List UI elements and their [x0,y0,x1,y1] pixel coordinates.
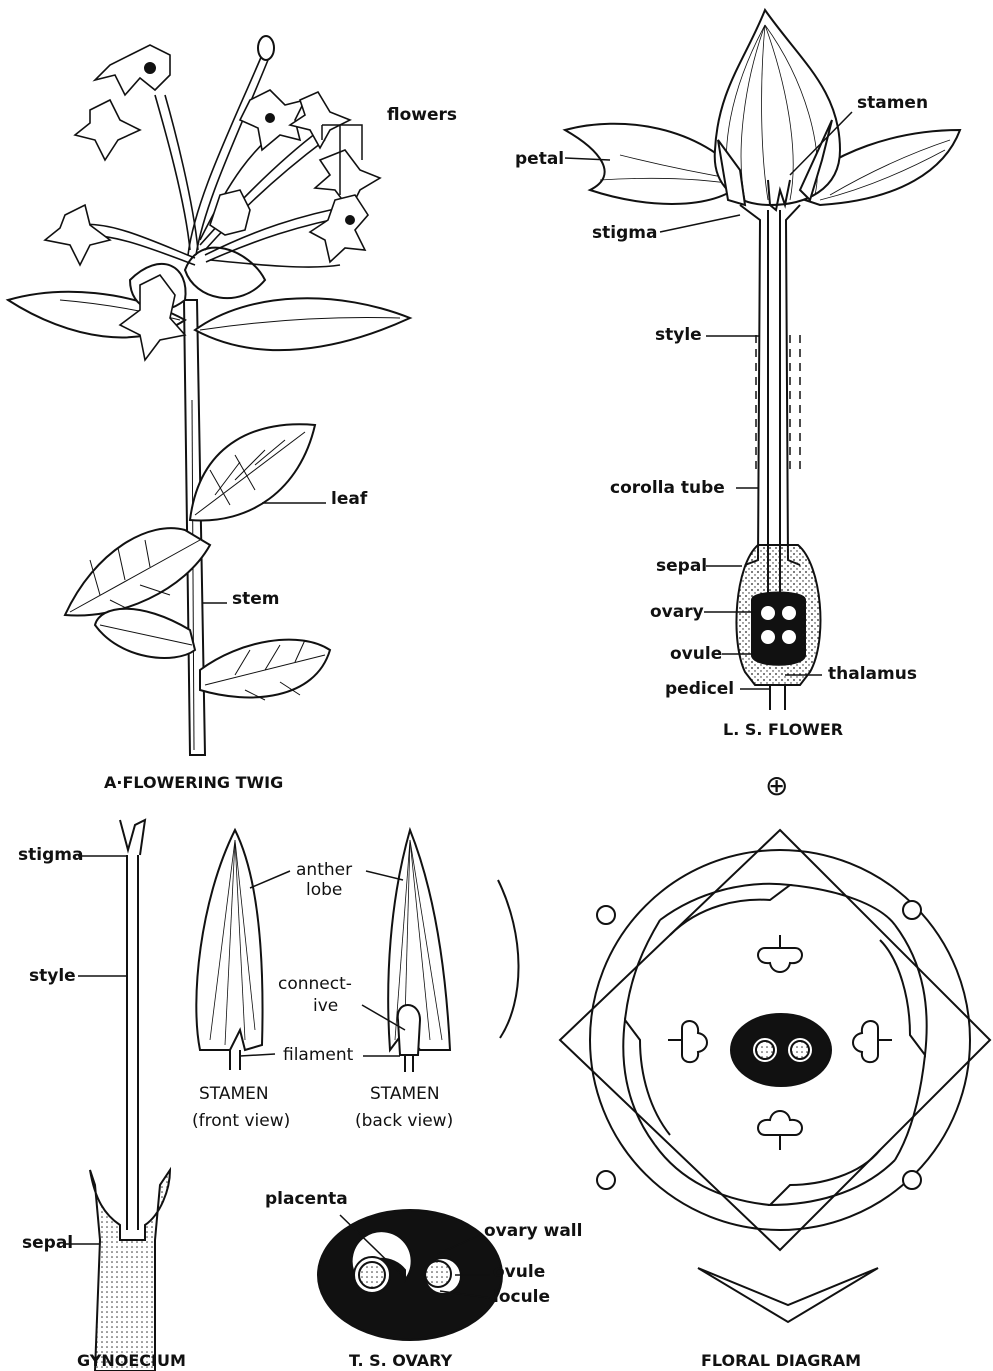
gynoecium-drawing [90,820,170,1371]
label-locule: locule [493,1288,550,1307]
label-stem: stem [232,590,280,609]
label-ovary: ovary [650,603,704,622]
caption-flowering-twig: A·FLOWERING TWIG [104,773,283,792]
label-lobe: lobe [306,881,342,900]
caption-ls-flower: L. S. FLOWER [723,720,843,739]
ls-flower-drawing [565,10,960,710]
label-stigma: stigma [592,224,657,243]
label-pedicel: pedicel [665,680,734,699]
label-ive: ive [313,997,338,1016]
label-sepal-gyn: sepal [22,1234,73,1253]
label-sepal-ls: sepal [656,557,707,576]
caption-stamen-back-2: (back view) [355,1111,453,1131]
label-anther: anther [296,861,352,880]
caption-ts-ovary: T. S. OVARY [349,1351,452,1370]
label-petal: petal [515,150,564,169]
label-style-gyn: style [29,967,76,986]
caption-stamen-back-1: STAMEN [370,1084,440,1104]
label-connect: connect- [278,975,352,994]
caption-floral-diagram: FLORAL DIAGRAM [701,1351,861,1370]
caption-stamen-front-1: STAMEN [199,1084,269,1104]
floral-diagram-drawing [498,830,990,1322]
label-corolla-tube: corolla tube [610,479,725,498]
label-ovule-ls: ovule [670,645,722,664]
flowering-twig-drawing [8,36,410,755]
label-leaf: leaf [331,490,367,509]
label-ovary-wall: ovary wall [484,1222,582,1241]
label-stamen: stamen [857,94,928,113]
label-placenta: placenta [265,1190,348,1209]
caption-stamen-front-2: (front view) [192,1111,290,1131]
actinomorphic-symbol: ⊕ [765,772,788,800]
label-ovule-ts: ovule [493,1263,545,1282]
label-flowers: flowers [387,106,457,125]
label-thalamus: thalamus [828,665,917,684]
label-stigma-gyn: stigma [18,846,83,865]
label-style: style [655,326,702,345]
label-filament: filament [283,1046,353,1065]
caption-gynoecium: GYNOECIUM [77,1351,186,1370]
